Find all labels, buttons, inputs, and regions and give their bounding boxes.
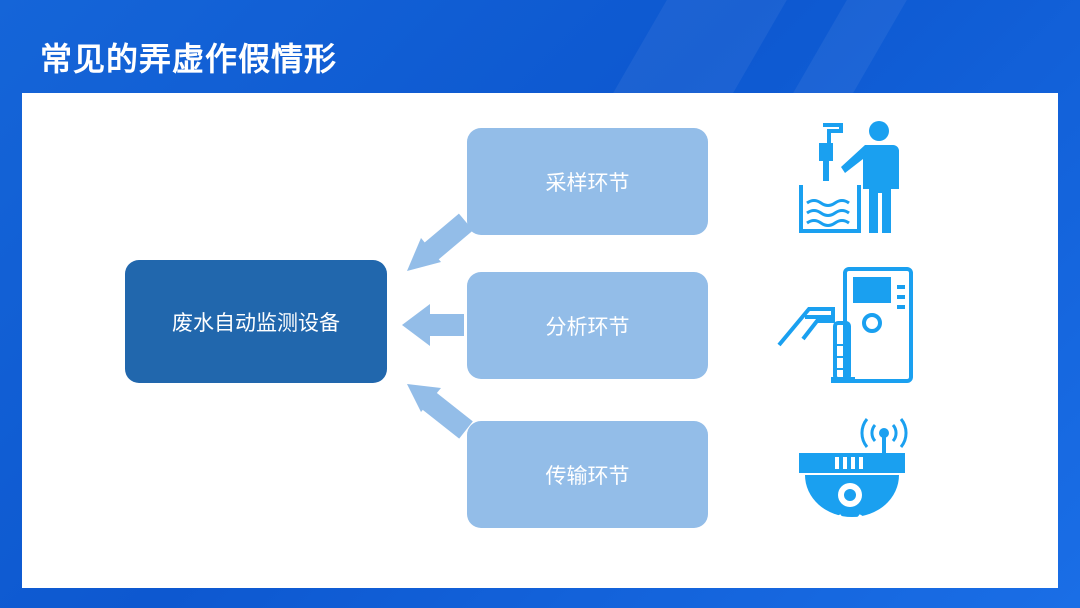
main-node-box: 废水自动监测设备 xyxy=(125,260,387,383)
stage-box-sampling: 采样环节 xyxy=(467,128,708,235)
wireless-camera-transmitter-icon xyxy=(799,418,908,532)
stage-box-analysis: 分析环节 xyxy=(467,272,708,379)
stage-label: 传输环节 xyxy=(545,463,630,488)
arrow-transmission xyxy=(407,384,473,439)
arrow-sampling xyxy=(407,213,474,271)
main-node-label: 废水自动监测设备 xyxy=(172,310,340,335)
stage-label: 分析环节 xyxy=(545,314,630,339)
slide-title: 常见的弄虚作假情形 xyxy=(40,40,338,78)
stage-box-transmission: 传输环节 xyxy=(467,421,708,528)
hand-test-tube-analyzer-icon xyxy=(777,267,913,383)
person-sampling-water-icon xyxy=(799,121,899,233)
arrow-analysis xyxy=(402,304,464,346)
stage-label: 采样环节 xyxy=(545,170,630,195)
